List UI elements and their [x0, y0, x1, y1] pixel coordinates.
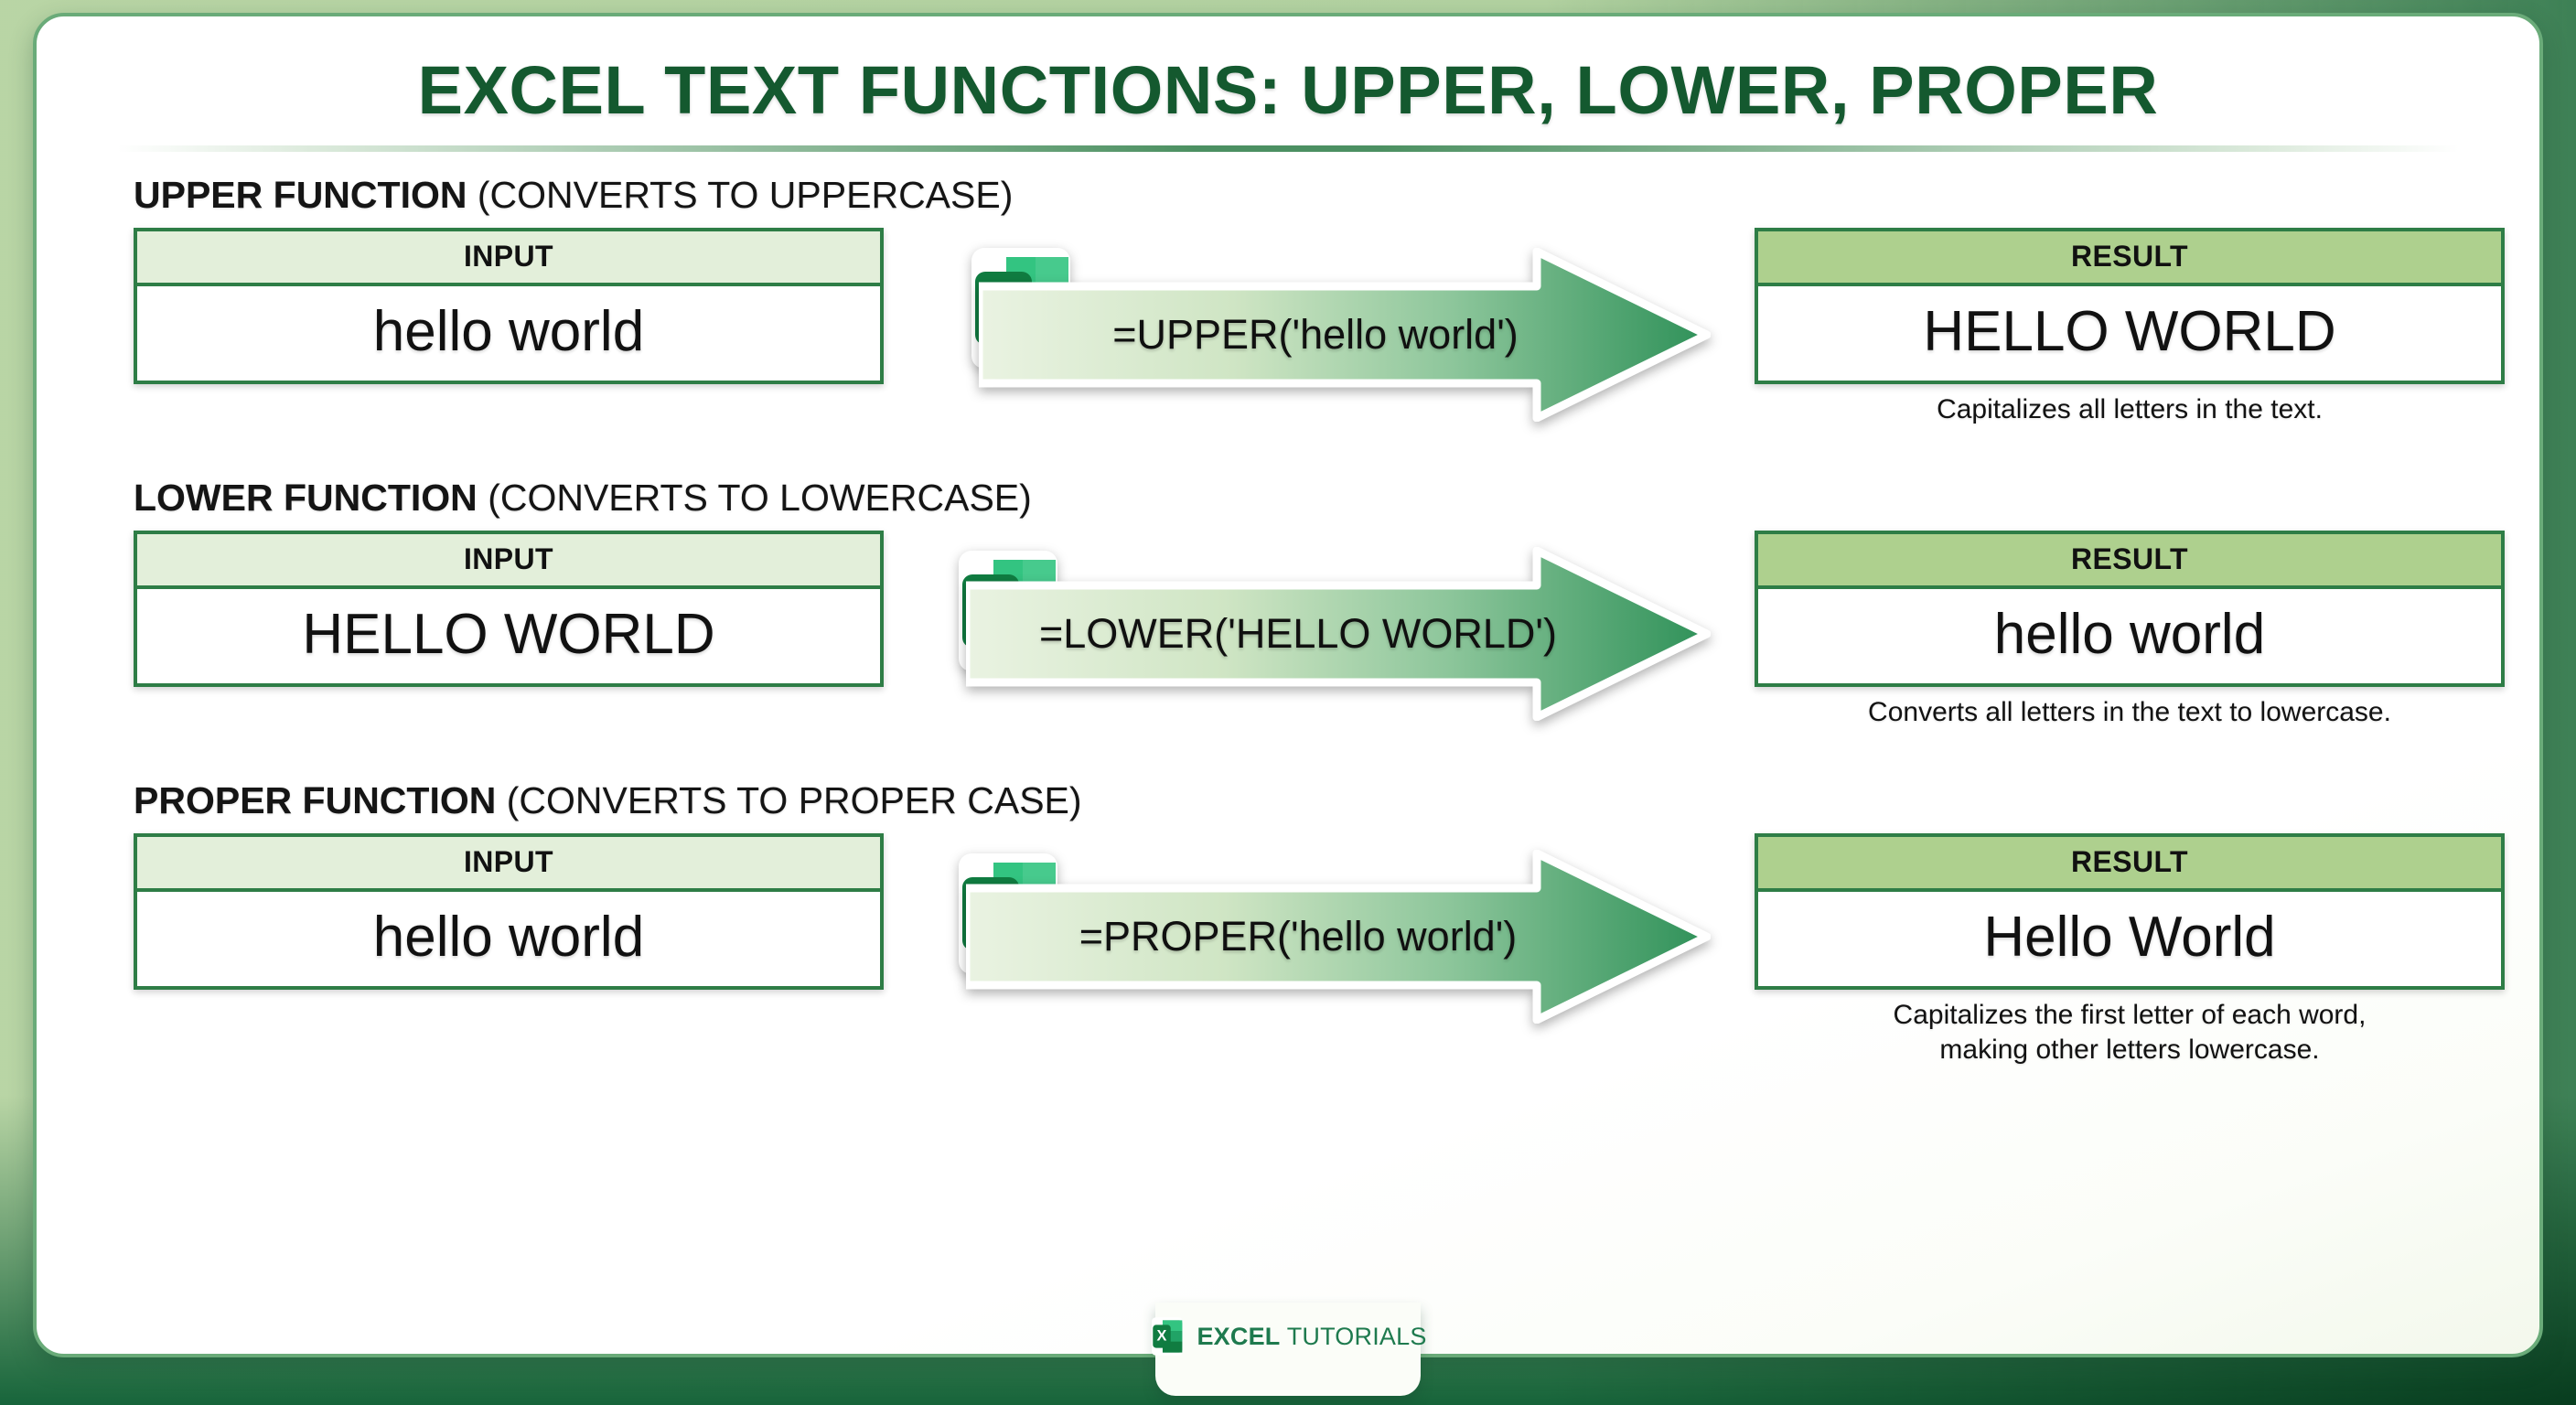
arrow-shape [979, 248, 1711, 422]
result-header: RESULT [1758, 231, 2501, 286]
footer-brand: X EXCEL TUTORIALS [1152, 1303, 1426, 1396]
formula-upper: =UPPER('hello world') [1112, 311, 1519, 358]
section-function-note: (CONVERTS TO LOWERCASE) [477, 477, 1032, 519]
description-proper: Capitalizes the first letter of each wor… [1755, 998, 2505, 1067]
result-box-upper: RESULT HELLO WORLD [1755, 228, 2505, 384]
section-proper: PROPER FUNCTION (CONVERTS TO PROPER CASE… [37, 779, 2539, 1065]
input-header: INPUT [137, 231, 880, 286]
section-function-note: (CONVERTS TO PROPER CASE) [496, 779, 1082, 821]
footer-brand-light: TUTORIALS [1280, 1322, 1427, 1350]
result-value-proper: Hello World [1983, 906, 2276, 969]
section-heading-lower: LOWER FUNCTION (CONVERTS TO LOWERCASE) [134, 477, 2539, 520]
section-lower: LOWER FUNCTION (CONVERTS TO LOWERCASE) I… [37, 477, 2539, 757]
row-upper: INPUT hello world X [37, 228, 2539, 455]
section-function-name: PROPER FUNCTION [134, 779, 497, 821]
excel-logo-icon: X [1149, 1316, 1186, 1357]
section-heading-upper: UPPER FUNCTION (CONVERTS TO UPPERCASE) [134, 174, 2539, 217]
row-lower: INPUT HELLO WORLD X [37, 531, 2539, 757]
input-header: INPUT [137, 837, 880, 892]
description-upper: Capitalizes all letters in the text. [1937, 394, 2323, 424]
input-box-lower: INPUT HELLO WORLD [134, 531, 884, 687]
title-divider [117, 145, 2459, 152]
arrow-shape [966, 850, 1711, 1024]
input-value-lower: HELLO WORLD [302, 603, 715, 666]
formula-proper: =PROPER('hello world') [1079, 913, 1518, 960]
result-box-lower: RESULT hello world [1755, 531, 2505, 687]
input-value-upper: hello world [372, 300, 645, 363]
input-box-proper: INPUT hello world [134, 833, 884, 990]
description-line-1: Capitalizes the first letter of each wor… [1893, 1000, 2367, 1030]
section-function-name: LOWER FUNCTION [134, 477, 478, 519]
formula-lower: =LOWER('HELLO WORLD') [1038, 610, 1557, 657]
footer-brand-bold: EXCEL [1197, 1322, 1281, 1350]
description-line-2: making other letters lowercase. [1939, 1034, 2320, 1065]
arrow-shape [966, 547, 1711, 721]
section-heading-proper: PROPER FUNCTION (CONVERTS TO PROPER CASE… [134, 779, 2539, 822]
section-function-name: UPPER FUNCTION [134, 174, 467, 216]
result-header: RESULT [1758, 534, 2501, 589]
description-lower: Converts all letters in the text to lowe… [1868, 697, 2391, 727]
result-header: RESULT [1758, 837, 2501, 892]
section-function-note: (CONVERTS TO UPPERCASE) [467, 174, 1014, 216]
input-header: INPUT [137, 534, 880, 589]
section-upper: UPPER FUNCTION (CONVERTS TO UPPERCASE) I… [37, 174, 2539, 455]
result-value-lower: hello world [1993, 603, 2266, 666]
input-box-upper: INPUT hello world [134, 228, 884, 384]
arrow-lower: =LOWER('HELLO WORLD') [966, 547, 1711, 721]
result-box-proper: RESULT Hello World [1755, 833, 2505, 990]
arrow-upper: =UPPER('hello world') [979, 248, 1711, 422]
svg-text:X: X [1157, 1327, 1167, 1344]
result-value-upper: HELLO WORLD [1923, 300, 2336, 363]
infographic-card: EXCEL TEXT FUNCTIONS: UPPER, LOWER, PROP… [33, 13, 2543, 1396]
page-title: EXCEL TEXT FUNCTIONS: UPPER, LOWER, PROP… [417, 52, 2159, 128]
arrow-proper: =PROPER('hello world') [966, 850, 1711, 1024]
input-value-proper: hello world [372, 906, 645, 969]
footer-brand-text: EXCEL TUTORIALS [1197, 1323, 1426, 1351]
row-proper: INPUT hello world X [37, 833, 2539, 1065]
